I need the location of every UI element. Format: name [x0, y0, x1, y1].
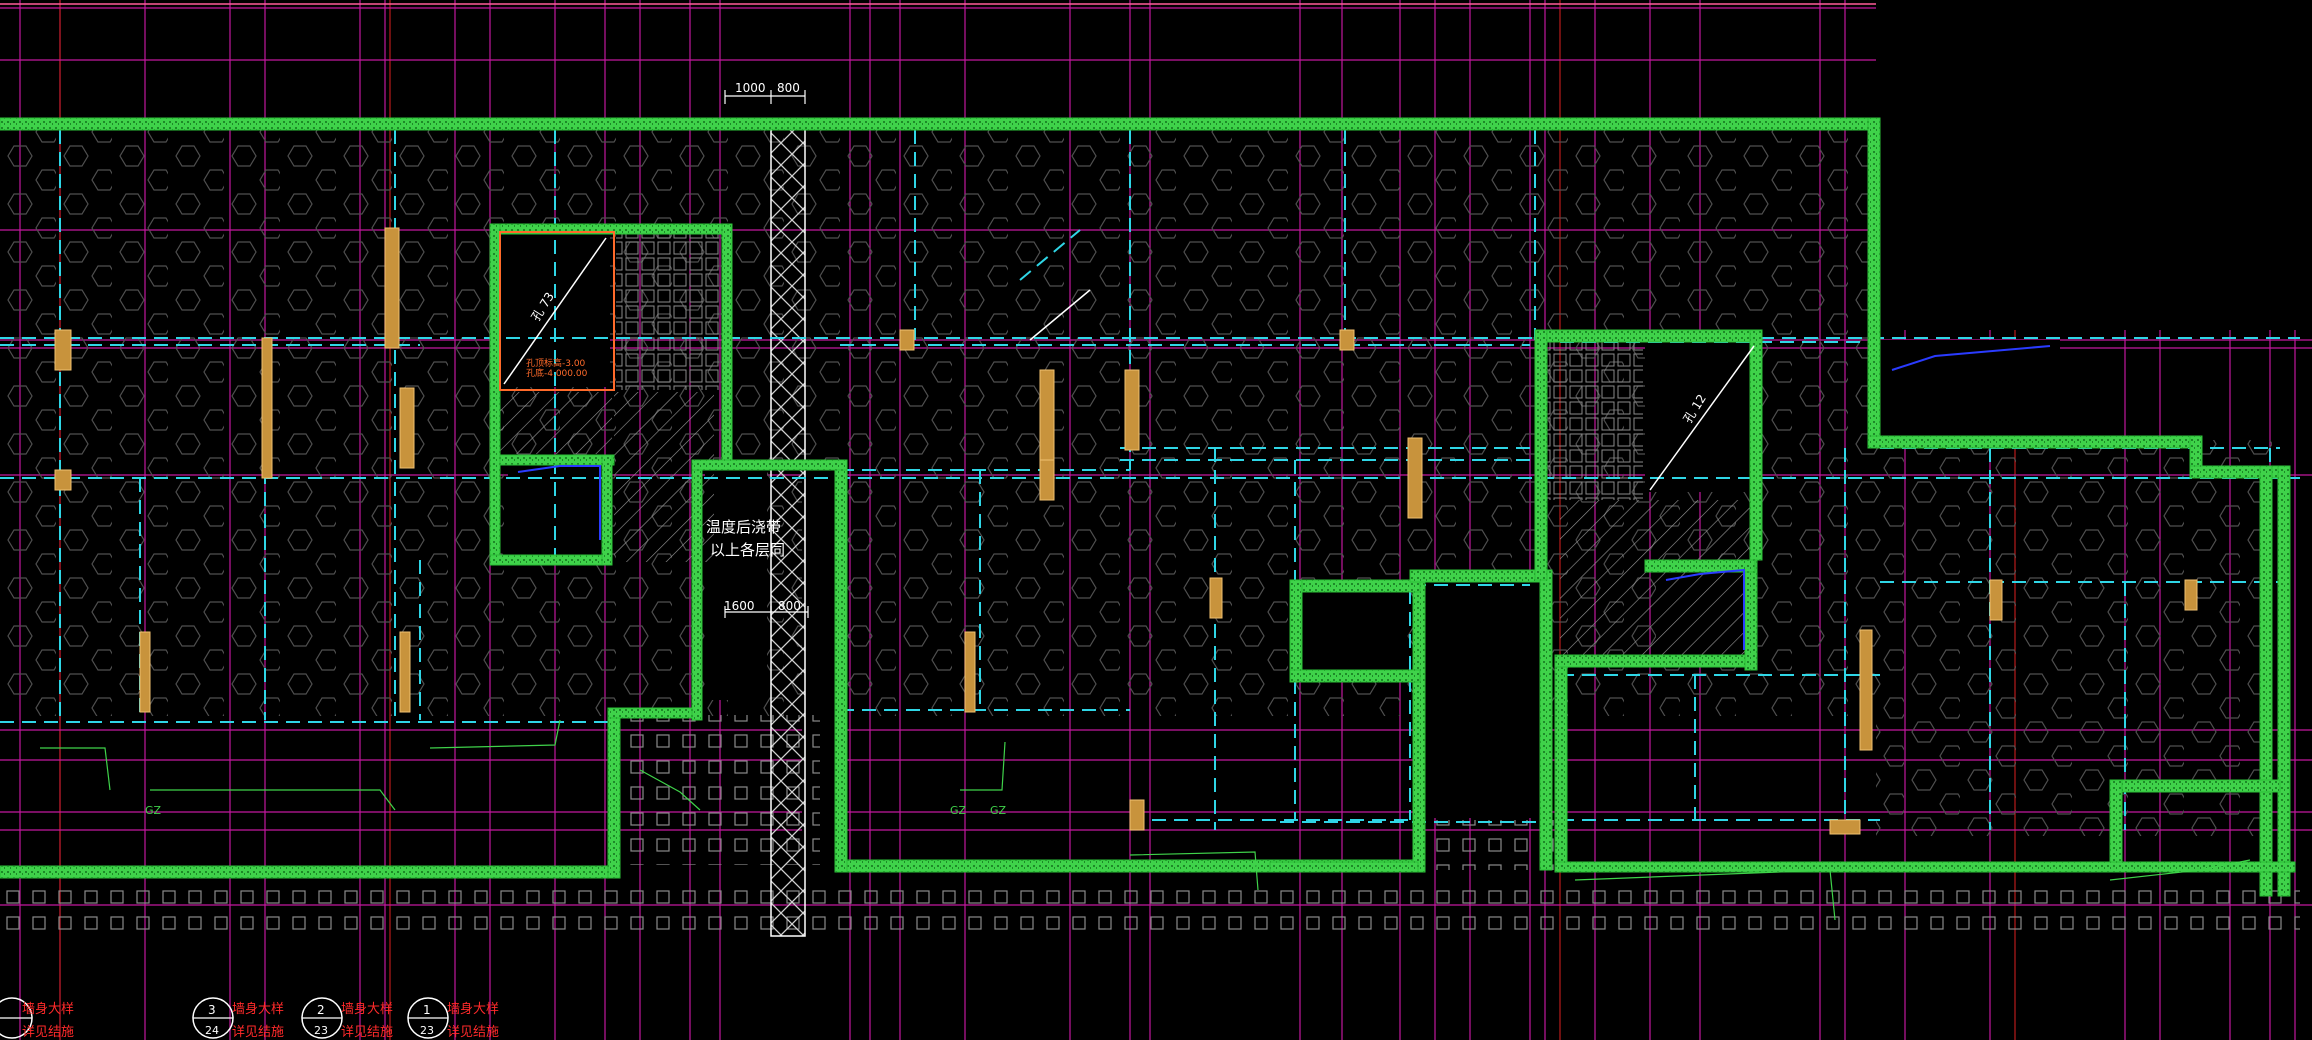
wall-32 — [2259, 465, 2273, 897]
wall-7 — [607, 707, 621, 879]
wall-14 — [1289, 669, 1421, 683]
wall-15 — [1409, 569, 1551, 583]
tag-gz-2: GZ — [950, 804, 967, 817]
temperature-band-label-2: 以上各层同 — [710, 541, 785, 559]
callout-2-sub: 23 — [314, 1024, 328, 1037]
callout-1-text-2: 详见结施 — [447, 1025, 499, 1040]
column-16 — [1039, 459, 1055, 501]
column-14 — [1129, 799, 1145, 831]
callout-a-text-1: 墙身大样 — [22, 1001, 74, 1017]
wall-26 — [721, 223, 733, 465]
wall-10 — [834, 464, 848, 873]
top-dim-2: 800 — [777, 81, 800, 95]
column-0 — [54, 329, 72, 371]
wall-6 — [0, 865, 621, 879]
callout-3-text-2: 详见结施 — [232, 1025, 284, 1040]
wall-5 — [2277, 465, 2291, 897]
beam-37 — [1019, 229, 1081, 281]
column-12 — [1989, 579, 2003, 621]
annotation-leaders — [40, 719, 2251, 921]
callout-3-num: 3 — [208, 1003, 216, 1017]
wall-31 — [691, 459, 848, 471]
wall-30 — [691, 459, 703, 721]
opening-red-outline — [499, 231, 615, 391]
column-10 — [1407, 437, 1423, 519]
drawing-annotations: 1000 800 1600 800 温度后浇带 以上各层同 孔 73 孔 12 … — [145, 81, 1709, 817]
wall-17 — [1554, 654, 1568, 871]
callout-1-num: 1 — [423, 1003, 431, 1017]
opening-diagonals — [503, 237, 1755, 491]
wall-4 — [2189, 465, 2291, 479]
structural-columns — [54, 227, 2198, 835]
detail-callout-1[interactable]: 1 23 墙身大样 详见结施 — [407, 997, 499, 1040]
wall-0 — [0, 117, 1881, 131]
column-17 — [54, 469, 72, 491]
wall-35 — [1554, 861, 2296, 873]
wall-16 — [1539, 569, 1553, 871]
bottom-square-pattern — [0, 715, 2300, 932]
wall-27 — [489, 554, 611, 566]
top-dim-1: 1000 — [735, 81, 766, 95]
mid-dim-1: 1600 — [724, 599, 755, 613]
dimension-lines — [724, 90, 809, 618]
column-9 — [1209, 577, 1223, 619]
wall-22 — [1534, 329, 1548, 581]
wall-2 — [1867, 435, 2199, 449]
column-7 — [1039, 369, 1055, 471]
callout-2-num: 2 — [317, 1003, 325, 1017]
wall-23 — [1749, 329, 1763, 561]
wall-11 — [1412, 579, 1426, 873]
wall-28 — [499, 454, 615, 466]
temperature-band — [770, 125, 806, 937]
opening-note-2: 孔底-4.000.00 — [526, 367, 588, 379]
wall-21 — [1534, 329, 1761, 343]
wall-19 — [1744, 559, 1758, 671]
callout-3-text-1: 墙身大样 — [232, 1001, 284, 1017]
column-5 — [399, 631, 411, 713]
callout-2-text-1: 墙身大样 — [341, 1001, 393, 1017]
callout-1-sub: 23 — [420, 1024, 434, 1037]
wall-25 — [489, 223, 501, 565]
wall-3 — [2189, 435, 2203, 467]
column-15 — [1829, 819, 1861, 835]
wall-34 — [2109, 779, 2123, 871]
column-1 — [261, 337, 273, 479]
column-3 — [399, 387, 415, 469]
blue-arcs — [517, 345, 2051, 650]
callout-3-sub: 24 — [205, 1024, 219, 1037]
wall-12 — [1289, 579, 1421, 593]
tag-gz-3: GZ — [990, 804, 1007, 817]
wall-29 — [601, 454, 613, 566]
column-4 — [139, 631, 151, 713]
shear-walls — [0, 117, 2296, 897]
column-18 — [899, 329, 915, 351]
detail-callout-2[interactable]: 2 23 墙身大样 详见结施 — [301, 997, 393, 1040]
wall-8 — [607, 707, 699, 719]
column-2 — [384, 227, 400, 349]
detail-callout-3[interactable]: 3 24 墙身大样 详见结施 — [192, 997, 284, 1040]
callout-1-text-1: 墙身大样 — [447, 1001, 499, 1017]
wall-20 — [1644, 559, 1756, 573]
wall-33 — [2109, 779, 2281, 793]
wall-36 — [1269, 861, 1419, 873]
wall-18 — [1554, 654, 1756, 668]
column-11 — [1859, 629, 1873, 751]
detail-callout-a[interactable]: 墙身大样 详见结施 — [0, 997, 74, 1040]
column-6 — [964, 631, 976, 713]
column-19 — [1339, 329, 1355, 351]
column-13 — [2184, 579, 2198, 611]
callout-2-text-2: 详见结施 — [341, 1025, 393, 1040]
detail-callouts: 墙身大样 详见结施 3 24 墙身大样 详见结施 2 23 墙身大样 详见结施 … — [0, 997, 499, 1040]
wall-1 — [1867, 117, 1881, 449]
callout-a-text-2: 详见结施 — [22, 1025, 74, 1040]
column-8 — [1124, 369, 1140, 451]
tag-gz-1: GZ — [145, 804, 162, 817]
beam-lines — [0, 130, 2300, 830]
opening-note-1: 孔顶标高-3.00 — [526, 357, 586, 369]
temperature-band-label-1: 温度后浇带 — [706, 518, 781, 536]
wall-13 — [1289, 579, 1303, 681]
mid-dim-2: 800 — [778, 599, 801, 613]
